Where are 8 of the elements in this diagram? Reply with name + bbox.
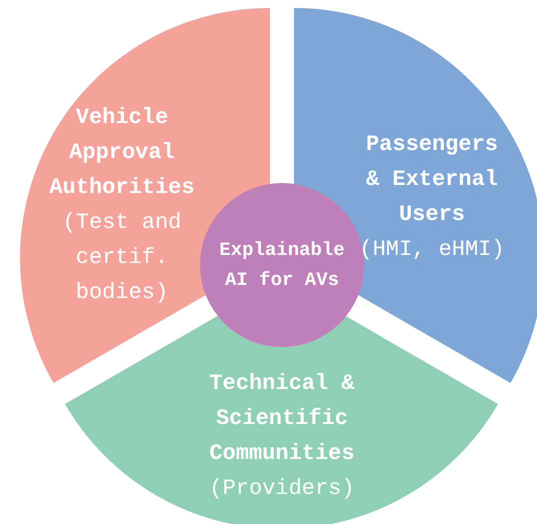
center-label: Explainable AI for AVs bbox=[218, 238, 346, 293]
sector-heading: Technical & Scientific Communities bbox=[208, 370, 356, 468]
center-circle bbox=[200, 183, 364, 347]
sector-subtitle: (Providers) bbox=[208, 475, 356, 503]
sector-heading: Passengers & External Users bbox=[364, 131, 499, 229]
sector-subtitle: (Test and certif. bodies) bbox=[62, 209, 182, 307]
sector-heading: Vehicle Approval Authorities bbox=[48, 104, 196, 202]
sector-subtitle: (HMI, eHMI) bbox=[358, 236, 506, 264]
